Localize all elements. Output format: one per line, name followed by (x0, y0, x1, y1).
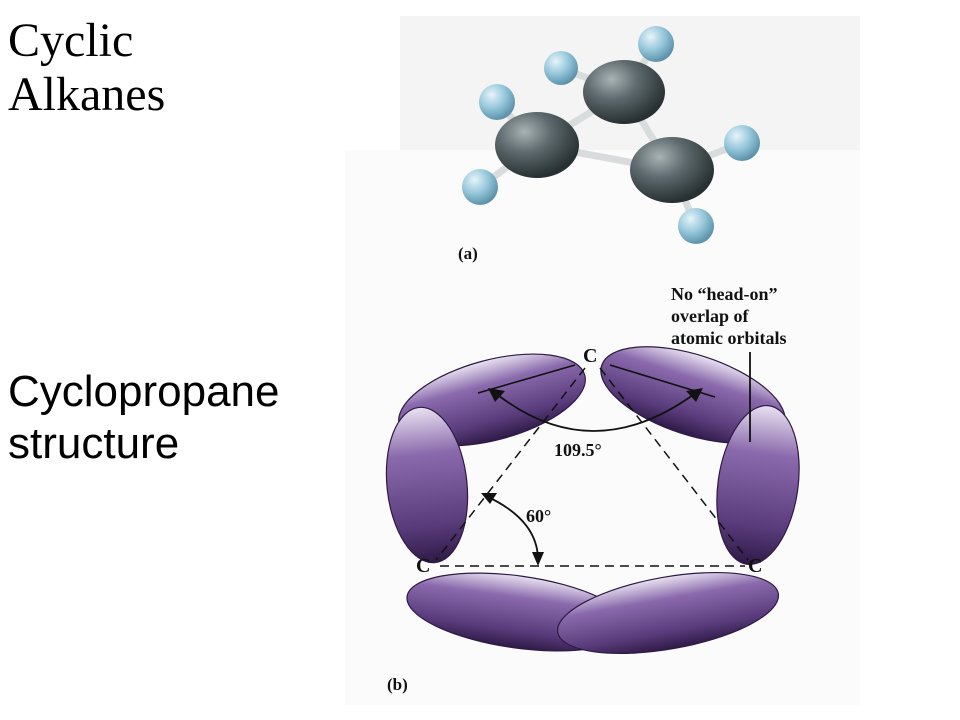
annotation-line-3: atomic orbitals (671, 328, 786, 348)
triangle-edge (599, 367, 749, 561)
carbon-label-top: C (583, 345, 597, 367)
arrowhead (686, 388, 703, 402)
carbon-label-left: C (416, 555, 430, 577)
carbon-atom (630, 137, 714, 203)
carbon-label-right: C (748, 555, 762, 577)
title-line-1: Cyclic (8, 14, 134, 67)
title-line-2: Alkanes (8, 68, 166, 121)
arrowhead (488, 388, 505, 402)
angle-label-109: 109.5° (554, 440, 602, 460)
slide-title: Cyclic Alkanes (8, 14, 308, 122)
orbital-lobe (385, 406, 469, 564)
ring-triangle (435, 367, 749, 567)
subtitle-line-2: structure (8, 419, 180, 468)
hydrogen-atom (479, 84, 515, 120)
panel-a-label: (a) (458, 244, 478, 263)
subtitle-line-1: Cyclopropane (8, 367, 280, 416)
annotation-line-1: No “head-on” (671, 284, 778, 304)
orbital-lobe (556, 571, 780, 655)
slide-subtitle: Cyclopropane structure (8, 366, 348, 470)
hydrogen-atom (678, 208, 714, 244)
orbital-lobe (716, 404, 800, 566)
hydrogen-atom (638, 26, 674, 62)
annotation-line-2: overlap of (671, 306, 749, 326)
panel-b-label: (b) (387, 675, 408, 694)
arrowhead (481, 493, 497, 504)
orbital-axis-line (477, 364, 576, 394)
hydrogen-atom (544, 51, 578, 85)
ball-and-stick-model (462, 26, 760, 244)
angle-arc-109 (493, 391, 698, 432)
hydrogen-atom (462, 169, 498, 205)
arrowhead (532, 552, 544, 566)
triangle-edge (435, 367, 586, 561)
hydrogen-atom (724, 125, 760, 161)
carbon-atom (495, 112, 579, 178)
angle-label-60: 60° (526, 506, 551, 526)
carbon-atom (583, 60, 665, 124)
